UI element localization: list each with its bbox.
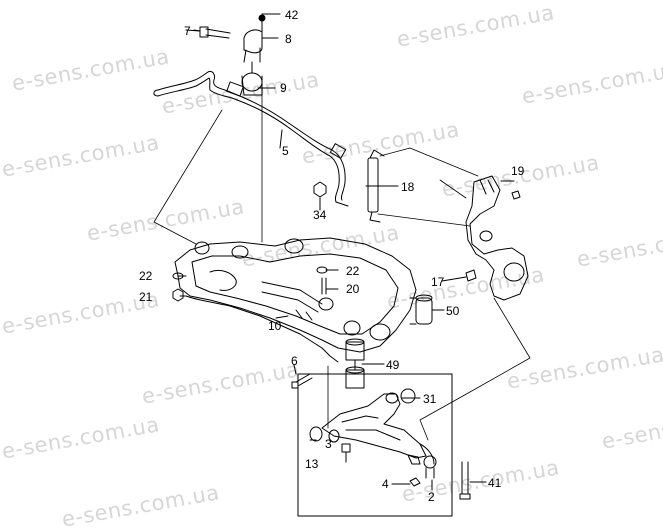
callout-22-left: 22 [139, 269, 153, 283]
callout-8: 8 [285, 32, 292, 46]
steering-knuckle [465, 175, 529, 301]
lower-control-arm [309, 388, 437, 479]
callout-3: 3 [325, 437, 332, 451]
subframe [174, 237, 417, 363]
callout-13: 13 [305, 457, 319, 471]
callout-34: 34 [313, 208, 327, 222]
callout-17: 17 [431, 275, 445, 289]
nut-34 [313, 181, 327, 198]
callout-22-right: 22 [346, 264, 360, 278]
leader-lines [177, 13, 515, 491]
callout-6: 6 [291, 354, 298, 368]
assembly-lines [153, 85, 531, 441]
callout-31: 31 [423, 392, 437, 406]
group-frame [297, 373, 453, 517]
bushing-49 [345, 338, 365, 389]
callout-49: 49 [386, 358, 400, 372]
callout-9: 9 [280, 81, 287, 95]
stabilizer-bracket [241, 14, 266, 96]
callout-21: 21 [139, 290, 153, 304]
callout-2: 2 [428, 490, 435, 504]
callout-42: 42 [285, 8, 299, 22]
callout-4: 4 [382, 477, 389, 491]
callout-7: 7 [184, 24, 191, 38]
stabilizer-bar [153, 71, 349, 207]
callout-19: 19 [511, 164, 525, 178]
bolt-7 [193, 26, 231, 39]
bushing-50 [409, 294, 433, 325]
callout-18: 18 [401, 180, 415, 194]
stabilizer-link [367, 149, 385, 223]
callout-5: 5 [282, 144, 289, 158]
callout-41: 41 [488, 476, 502, 490]
callout-10: 10 [268, 319, 282, 333]
bolts [291, 373, 471, 500]
callout-20: 20 [346, 282, 360, 296]
callout-50: 50 [446, 304, 460, 318]
